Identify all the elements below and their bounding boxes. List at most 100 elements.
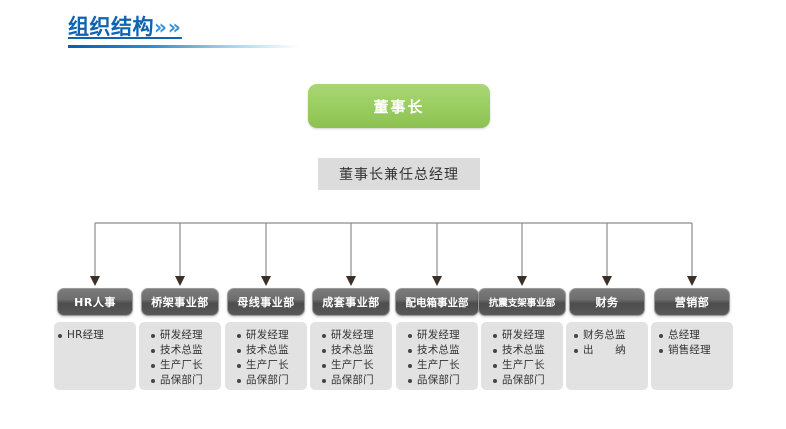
bullet-icon [237, 363, 241, 368]
bullet-icon [237, 378, 241, 383]
department-header-label: 母线事业部 [237, 296, 295, 309]
bullet-icon [58, 333, 62, 338]
bullet-icon [237, 348, 241, 353]
department-role-item: 生产厂长 [408, 358, 474, 373]
department-header-label: 配电箱事业部 [405, 296, 469, 309]
department-role-label: 生产厂长 [160, 359, 203, 371]
page-title-label: 组织结构 [68, 15, 154, 39]
department-role-label: 研发经理 [417, 329, 460, 341]
department-role-item: 总经理 [659, 328, 729, 343]
bullet-icon [493, 363, 497, 368]
department-body: 研发经理技术总监生产厂长品保部门 [481, 322, 563, 390]
department-header[interactable]: 营销部 [654, 288, 730, 316]
department-role-label: 研发经理 [331, 329, 374, 341]
bullet-icon [574, 348, 578, 353]
department-role-item: 品保部门 [408, 373, 474, 388]
department-body: 财务总监出 纳 [566, 322, 648, 390]
department-role-item: HR经理 [58, 328, 132, 343]
bullet-icon [574, 333, 578, 338]
bullet-icon [151, 363, 155, 368]
bullet-icon [408, 363, 412, 368]
department-header[interactable]: 桥架事业部 [141, 288, 219, 316]
department-role-label: 生产厂长 [331, 359, 374, 371]
department-body: 研发经理技术总监生产厂长品保部门 [139, 322, 221, 390]
bullet-icon [659, 333, 663, 338]
department-role-label: 生产厂长 [246, 359, 289, 371]
department-role-item: 品保部门 [151, 373, 217, 388]
department-column: 成套事业部研发经理技术总监生产厂长品保部门 [310, 288, 392, 390]
department-role-item: 技术总监 [493, 343, 559, 358]
department-role-label: 出 纳 [583, 344, 626, 356]
department-role-label: 品保部门 [331, 374, 374, 386]
department-column: 配电箱事业部研发经理技术总监生产厂长品保部门 [395, 288, 479, 390]
department-role-label: 品保部门 [502, 374, 545, 386]
department-role-item: 生产厂长 [493, 358, 559, 373]
department-role-item: 生产厂长 [322, 358, 388, 373]
department-header-label: 桥架事业部 [151, 296, 209, 309]
department-role-label: 财务总监 [583, 329, 626, 341]
department-header[interactable]: 配电箱事业部 [395, 288, 479, 316]
department-header[interactable]: 成套事业部 [312, 288, 390, 316]
department-header[interactable]: HR人事 [57, 288, 133, 316]
department-role-item: 生产厂长 [237, 358, 303, 373]
department-role-label: 技术总监 [331, 344, 374, 356]
department-header[interactable]: 抗震支架事业部 [478, 288, 566, 316]
department-header-label: HR人事 [74, 296, 116, 309]
department-role-label: 研发经理 [246, 329, 289, 341]
department-header-label: 营销部 [674, 296, 710, 309]
bullet-icon [151, 333, 155, 338]
bullet-icon [151, 378, 155, 383]
department-role-item: 品保部门 [237, 373, 303, 388]
bullet-icon [493, 348, 497, 353]
department-role-item: 技术总监 [408, 343, 474, 358]
department-body: 研发经理技术总监生产厂长品保部门 [396, 322, 478, 390]
department-column: 母线事业部研发经理技术总监生产厂长品保部门 [225, 288, 307, 390]
bullet-icon [237, 333, 241, 338]
department-role-label: 生产厂长 [417, 359, 460, 371]
department-body: 研发经理技术总监生产厂长品保部门 [225, 322, 307, 390]
department-role-item: 研发经理 [408, 328, 474, 343]
department-role-label: 研发经理 [502, 329, 545, 341]
bullet-icon [322, 378, 326, 383]
chairman-label: 董事长 [373, 97, 425, 116]
department-header-label: 成套事业部 [322, 296, 380, 309]
department-column: 桥架事业部研发经理技术总监生产厂长品保部门 [139, 288, 221, 390]
bullet-icon [659, 348, 663, 353]
department-role-item: 品保部门 [322, 373, 388, 388]
bullet-icon [151, 348, 155, 353]
department-role-label: 品保部门 [160, 374, 203, 386]
department-role-item: 技术总监 [151, 343, 217, 358]
department-role-label: 技术总监 [246, 344, 289, 356]
bullet-icon [322, 363, 326, 368]
department-role-item: 财务总监 [574, 328, 644, 343]
department-role-item: 研发经理 [151, 328, 217, 343]
department-role-item: 销售经理 [659, 343, 729, 358]
department-role-item: 技术总监 [237, 343, 303, 358]
department-role-label: 品保部门 [417, 374, 460, 386]
department-column: 营销部总经理销售经理 [651, 288, 733, 390]
department-role-label: 技术总监 [417, 344, 460, 356]
department-role-item: 研发经理 [322, 328, 388, 343]
bullet-icon [408, 348, 412, 353]
bullet-icon [493, 378, 497, 383]
department-role-label: 生产厂长 [502, 359, 545, 371]
bullet-icon [493, 333, 497, 338]
department-role-label: 销售经理 [668, 344, 711, 356]
bullet-icon [322, 333, 326, 338]
department-role-item: 出 纳 [574, 343, 644, 358]
department-column: 财务财务总监出 纳 [566, 288, 648, 390]
department-header[interactable]: 财务 [569, 288, 645, 316]
bullet-icon [408, 378, 412, 383]
department-role-label: 技术总监 [160, 344, 203, 356]
department-role-item: 品保部门 [493, 373, 559, 388]
department-role-label: 技术总监 [502, 344, 545, 356]
page-title: 组织结构»» [68, 14, 308, 54]
department-body: 总经理销售经理 [651, 322, 733, 390]
department-header-label: 抗震支架事业部 [488, 298, 556, 309]
department-header-label: 财务 [595, 296, 619, 309]
department-role-label: 总经理 [668, 329, 701, 341]
bullet-icon [408, 333, 412, 338]
department-header[interactable]: 母线事业部 [227, 288, 305, 316]
